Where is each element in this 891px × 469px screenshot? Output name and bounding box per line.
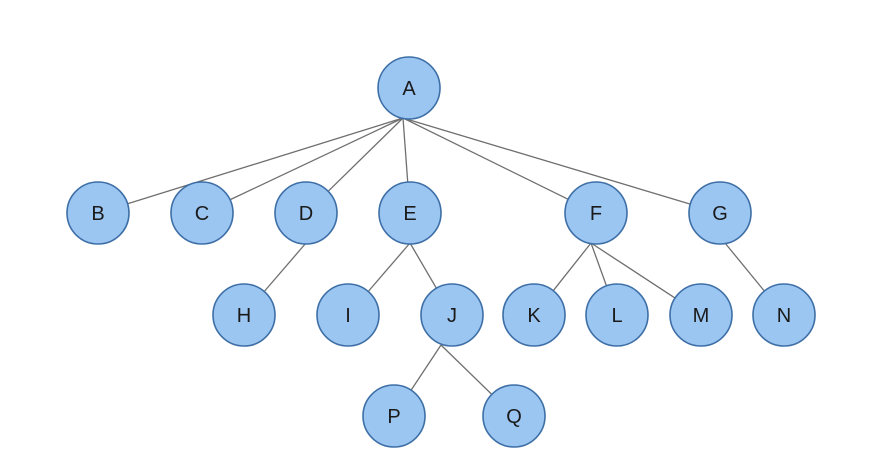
node-circle	[377, 56, 441, 120]
edge-a-e	[402, 117, 409, 183]
node-circle	[752, 283, 816, 347]
edge-a-g	[402, 117, 691, 205]
node-circle	[688, 181, 752, 245]
node-p: P	[362, 384, 426, 448]
node-circle	[274, 181, 338, 245]
node-circle	[316, 283, 380, 347]
node-circle	[669, 283, 733, 347]
edge-f-k	[552, 242, 592, 292]
node-label: C	[195, 203, 209, 225]
node-label: F	[590, 203, 602, 225]
edge-j-p	[410, 344, 442, 391]
node-circle	[362, 384, 426, 448]
node-h: H	[212, 283, 276, 347]
node-label: J	[447, 305, 457, 327]
node-circle	[378, 181, 442, 245]
node-circle	[502, 283, 566, 347]
node-q: Q	[482, 384, 546, 448]
edge-a-c	[229, 117, 404, 201]
edge-f-m	[590, 242, 676, 299]
node-label: I	[345, 305, 351, 327]
node-circle	[482, 384, 546, 448]
node-label: D	[299, 203, 313, 225]
node-g: G	[688, 181, 752, 245]
edge-j-q	[440, 344, 493, 395]
node-k: K	[502, 283, 566, 347]
edge-a-b	[127, 117, 404, 205]
node-label: M	[693, 305, 710, 327]
edge-g-n	[724, 242, 765, 292]
node-a: A	[377, 56, 441, 120]
node-label: E	[403, 203, 416, 225]
node-circle	[564, 181, 628, 245]
node-d: D	[274, 181, 338, 245]
node-label: P	[387, 406, 400, 428]
node-i: I	[316, 283, 380, 347]
node-label: L	[611, 305, 622, 327]
node-e: E	[378, 181, 442, 245]
node-circle	[420, 283, 484, 347]
edge-a-f	[402, 117, 569, 200]
node-f: F	[564, 181, 628, 245]
edge-d-h	[263, 242, 307, 292]
edge-e-j	[409, 242, 437, 289]
node-circle	[212, 283, 276, 347]
node-label: N	[777, 305, 791, 327]
node-n: N	[752, 283, 816, 347]
edge-e-i	[367, 242, 411, 292]
node-circle	[66, 181, 130, 245]
node-label: B	[91, 203, 104, 225]
node-circle	[170, 181, 234, 245]
tree-edges	[127, 117, 765, 395]
node-label: Q	[506, 406, 522, 428]
node-c: C	[170, 181, 234, 245]
edge-f-l	[590, 242, 608, 287]
node-j: J	[420, 283, 484, 347]
edge-a-d	[327, 117, 404, 192]
tree-nodes: A B C D E F G H I J K L M N P Q	[66, 56, 816, 448]
node-circle	[585, 283, 649, 347]
node-label: H	[237, 305, 251, 327]
node-b: B	[66, 181, 130, 245]
node-label: G	[712, 203, 728, 225]
node-label: K	[527, 305, 541, 327]
node-l: L	[585, 283, 649, 347]
node-label: A	[402, 78, 416, 100]
node-m: M	[669, 283, 733, 347]
